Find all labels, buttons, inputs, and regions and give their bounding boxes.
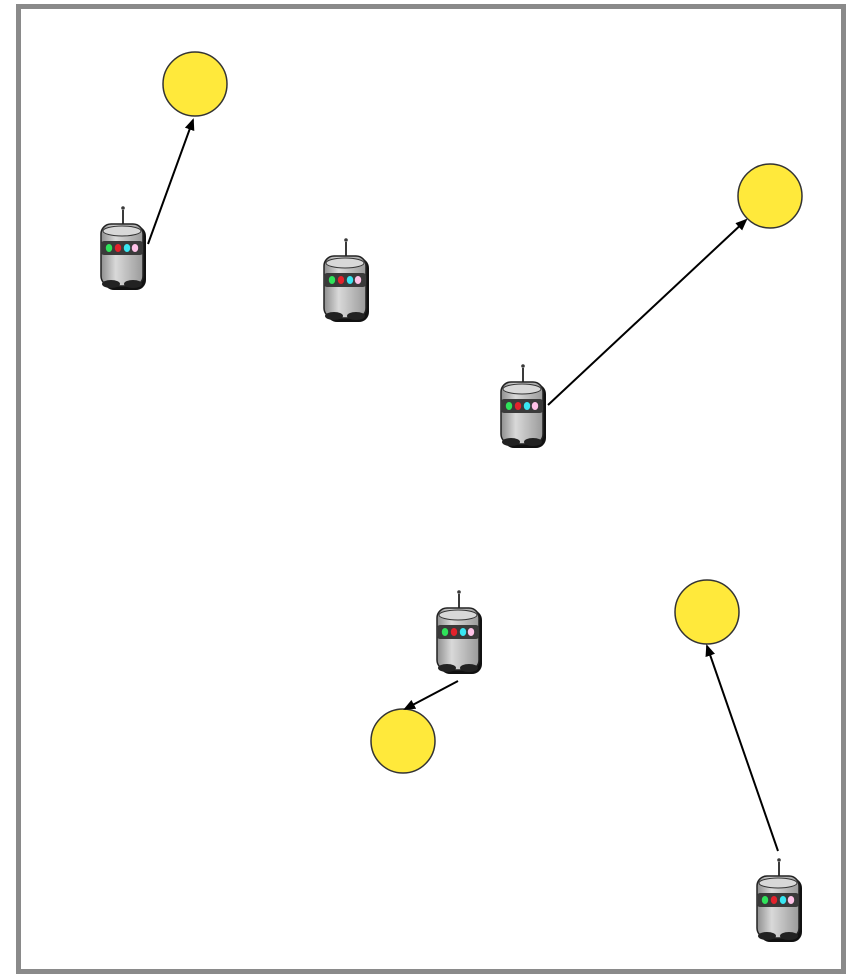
robot-icon: [100, 205, 147, 291]
target-circle: [674, 579, 740, 645]
arrow-icon: [147, 118, 195, 245]
robot-icon: [500, 363, 547, 449]
arrow-icon: [705, 644, 779, 852]
arrow-icon: [547, 218, 748, 406]
arrow-icon: [403, 680, 459, 710]
target-circle: [162, 51, 228, 117]
robot-icon: [436, 589, 483, 675]
robot-icon: [756, 857, 803, 943]
robot-icon: [323, 237, 370, 323]
target-circle: [370, 708, 436, 774]
target-circle: [737, 163, 803, 229]
arena-border: [16, 4, 846, 974]
